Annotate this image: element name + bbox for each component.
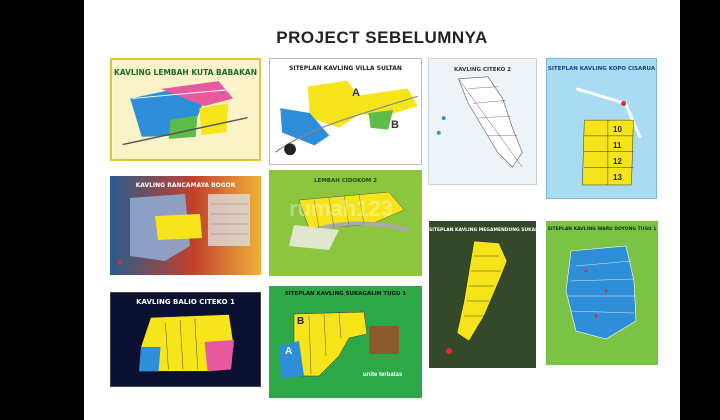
siteplan-image bbox=[269, 170, 422, 276]
map-megamendung[interactable]: SITEPLAN KAVLING MEGAMENDUNG SUKARESMI 1 bbox=[429, 221, 536, 368]
map-rancamaya-bogor[interactable]: KAVLING RANCAMAYA BOGOR bbox=[110, 176, 261, 275]
block-label-b: B bbox=[391, 119, 399, 131]
siteplan-image bbox=[429, 221, 536, 368]
siteplan-image bbox=[118, 194, 250, 264]
map-caption: SITEPLAN KAVLING VILLA SULTAN bbox=[289, 65, 402, 72]
page-title: PROJECT SEBELUMNYA bbox=[276, 28, 488, 47]
map-caption: KAVLING LEMBAH KUTA BABAKAN bbox=[114, 68, 257, 77]
block-label-b: B bbox=[297, 316, 305, 327]
siteplan-image bbox=[429, 59, 536, 184]
siteplan-image bbox=[547, 59, 656, 198]
map-balio-citeko-1[interactable]: KAVLING BALIO CITEKO 1 bbox=[110, 292, 261, 387]
map-footer: unite terbatas bbox=[363, 372, 403, 378]
map-caption: SITEPLAN KAVLING SUKAGALIH TUGU 1 bbox=[284, 291, 407, 297]
block-label-c: C bbox=[292, 101, 300, 113]
map-kopo-cisarua[interactable]: SITEPLAN KAVLING KOPO CISARUA 10 11 12 1… bbox=[546, 58, 657, 199]
block-label-a: A bbox=[285, 346, 293, 357]
map-caption: KAVLING CITEKO 2 bbox=[453, 67, 511, 73]
siteplan-image bbox=[269, 286, 422, 398]
siteplan-image bbox=[546, 221, 658, 365]
map-citeko-2[interactable]: KAVLING CITEKO 2 bbox=[428, 58, 537, 185]
lot-label-11: 11 bbox=[613, 141, 622, 150]
map-sukagalih[interactable]: SITEPLAN KAVLING SUKAGALIH TUGU 1 B A un… bbox=[269, 286, 422, 398]
map-caption: SITEPLAN KAVLING MEGAMENDUNG SUKARESMI 1 bbox=[429, 228, 536, 233]
map-lembah-kuta-babakan[interactable]: KAVLING LEMBAH KUTA BABAKAN bbox=[110, 58, 261, 161]
lot-label-12: 12 bbox=[613, 157, 622, 166]
map-caption: LEMBAH CIDOKOM 2 bbox=[314, 178, 377, 184]
map-caption: KAVLING BALIO CITEKO 1 bbox=[136, 298, 235, 306]
watermark: rumah123 bbox=[289, 196, 393, 221]
siteplan-image bbox=[112, 60, 259, 159]
lot-label-10: 10 bbox=[613, 125, 622, 134]
map-caption: KAVLING RANCAMAYA BOGOR bbox=[135, 182, 236, 189]
map-lembah-cidokom-2[interactable]: LEMBAH CIDOKOM 2 bbox=[269, 170, 422, 276]
map-caption: SITEPLAN KAVLING WARU DOYONG TUGU 1 bbox=[547, 227, 657, 232]
block-label-a: A bbox=[352, 87, 360, 99]
map-caption: SITEPLAN KAVLING KOPO CISARUA bbox=[547, 66, 656, 72]
slide: PROJECT SEBELUMNYA KAVLING LEMBAH KUTA B… bbox=[84, 0, 680, 420]
siteplan-image bbox=[111, 293, 260, 386]
map-villa-sultan[interactable]: SITEPLAN KAVLING VILLA SULTAN A B C bbox=[269, 58, 422, 165]
siteplan-image bbox=[274, 80, 418, 156]
lot-label-13: 13 bbox=[613, 173, 622, 182]
map-waru-doyong[interactable]: SITEPLAN KAVLING WARU DOYONG TUGU 1 bbox=[546, 221, 658, 365]
